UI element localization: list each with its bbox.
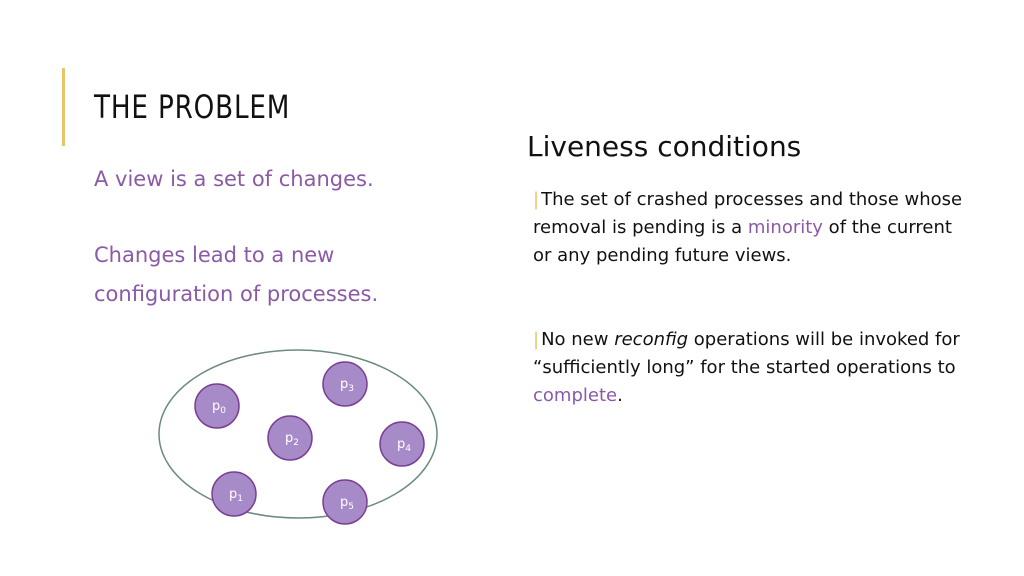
bullet2-highlight: complete (533, 385, 618, 406)
process-label: p4 (397, 437, 411, 454)
process-node-p4: p4 (379, 421, 425, 467)
bullet1-highlight: minority (747, 217, 823, 238)
process-circle (322, 361, 368, 407)
process-circle (194, 383, 240, 429)
changes-text-line2: configuration of processes. (94, 282, 379, 306)
changes-text-line1: Changes lead to a new (94, 243, 335, 267)
left-text-block: A view is a set of changes. Changes lead… (94, 160, 474, 314)
view-ellipse (158, 349, 438, 519)
process-circle (322, 479, 368, 525)
bullet2-text-mid: operations will be invoked for “sufficie… (533, 329, 960, 378)
process-node-p1: p1 (211, 471, 257, 517)
process-configuration-diagram: p0 p1 p2 p3 p4 p5 (158, 349, 438, 525)
process-label: p1 (229, 487, 243, 504)
process-circle (379, 421, 425, 467)
bullet1-text-post: of the current or any pending future vie… (533, 217, 952, 266)
view-definition-text: A view is a set of changes. (94, 167, 374, 191)
process-node-p5: p5 (322, 479, 368, 525)
bullet1-text-pre: The set of crashed processes and those w… (533, 189, 963, 238)
liveness-bullet-1: |The set of crashed processes and those … (533, 186, 973, 270)
process-circle (267, 415, 313, 461)
process-label: p0 (212, 399, 226, 416)
liveness-heading: Liveness conditions (527, 130, 802, 163)
process-node-p2: p2 (267, 415, 313, 461)
liveness-bullet-2: |No new reconfig operations will be invo… (533, 326, 973, 410)
process-node-p3: p3 (322, 361, 368, 407)
slide-title: THE PROBLEM (94, 88, 291, 126)
bullet-marker: | (533, 329, 540, 350)
bullet2-text-pre: No new (541, 329, 615, 350)
bullet2-italic: reconfig (614, 329, 689, 350)
process-label: p5 (340, 495, 354, 512)
bullet-marker: | (533, 189, 540, 210)
process-node-p0: p0 (194, 383, 240, 429)
bullet2-text-post: . (617, 385, 623, 406)
title-accent-bar (62, 68, 65, 146)
process-label: p2 (285, 431, 299, 448)
process-circle (211, 471, 257, 517)
process-label: p3 (340, 377, 354, 394)
